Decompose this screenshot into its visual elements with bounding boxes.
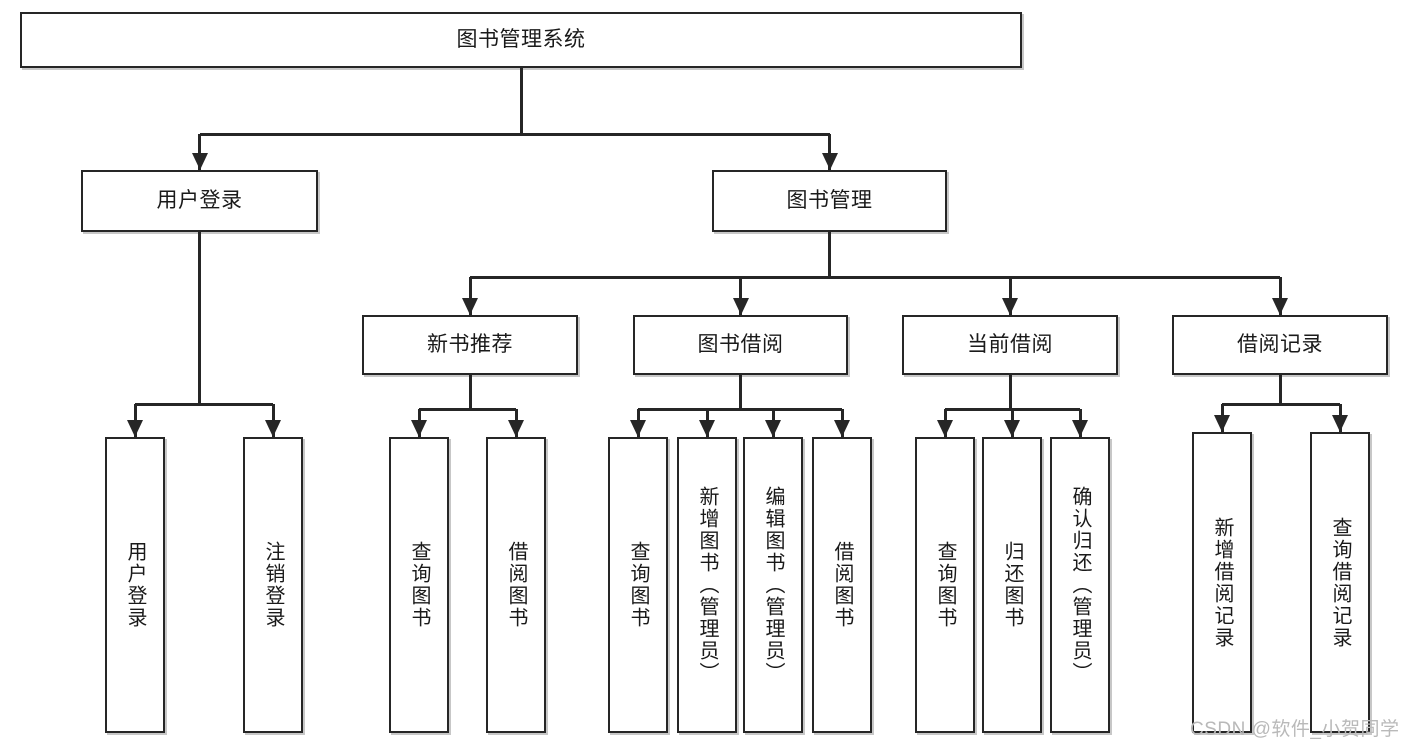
arrow-head-icon [127,420,143,437]
arrow-head-icon [1332,415,1348,432]
node-book-borrow-label: 图书借阅 [697,332,784,356]
leaf-confirm-return-label: 确认归还（管理员） [1069,486,1091,684]
connector-line [739,375,742,409]
connector-line [468,375,472,409]
node-user-login[interactable]: 用户登录 [81,170,318,232]
leaf-query-record[interactable]: 查询借阅记录 [1310,432,1370,733]
node-borrow-record-label: 借阅记录 [1237,332,1323,356]
node-borrow-record[interactable]: 借阅记录 [1172,315,1388,375]
leaf-edit-book-label: 编辑图书（管理员） [762,486,784,684]
connector-line [1008,277,1012,315]
node-root[interactable]: 图书管理系统 [20,12,1022,68]
leaf-borrow-book-rec[interactable]: 借阅图书 [486,437,546,733]
connector-line [1008,375,1012,409]
node-user-login-label: 用户登录 [156,188,243,212]
connector-line [468,277,472,315]
arrow-head-icon [508,420,524,437]
arrow-head-icon [462,298,478,315]
leaf-query-book-borrow[interactable]: 查询图书 [608,437,668,733]
connector-line [638,407,842,411]
leaf-borrow-book-label: 借阅图书 [831,541,853,629]
arrow-head-icon [834,420,850,437]
arrow-head-icon [265,420,281,437]
connector-line [1278,277,1282,315]
connector-line [199,132,830,136]
connector-line [198,134,201,170]
connector-line [1278,375,1282,404]
connector-line [198,232,201,404]
connector-line [470,275,1280,279]
leaf-edit-book[interactable]: 编辑图书（管理员） [743,437,803,733]
arrow-head-icon [411,420,427,437]
leaf-logout[interactable]: 注销登录 [243,437,303,733]
arrow-head-icon [1002,298,1018,315]
node-current-borrow[interactable]: 当前借阅 [902,315,1118,375]
leaf-borrow-book-rec-label: 借阅图书 [505,541,527,629]
watermark: CSDN @软件_小贺同学 [1190,719,1400,740]
leaf-confirm-return[interactable]: 确认归还（管理员） [1050,437,1110,733]
arrow-head-icon [630,420,646,437]
leaf-return-book-label: 归还图书 [1001,541,1023,629]
arrow-head-icon [732,298,749,315]
node-new-book-recommend-label: 新书推荐 [427,332,513,356]
leaf-borrow-book[interactable]: 借阅图书 [812,437,872,733]
arrow-head-icon [1072,420,1088,437]
leaf-add-book[interactable]: 新增图书（管理员） [677,437,737,733]
node-new-book-recommend[interactable]: 新书推荐 [362,315,578,375]
leaf-add-book-label: 新增图书（管理员） [696,486,718,684]
arrow-head-icon [191,153,208,170]
leaf-logout-label: 注销登录 [262,541,284,629]
node-book-borrow[interactable]: 图书借阅 [633,315,848,375]
leaf-user-login[interactable]: 用户登录 [105,437,165,733]
leaf-add-record-label: 新增借阅记录 [1211,516,1233,649]
leaf-user-login-label: 用户登录 [124,541,146,629]
arrow-head-icon [765,420,781,437]
node-root-label: 图书管理系统 [456,27,586,51]
leaf-query-book-rec-label: 查询图书 [408,541,430,629]
leaf-query-book-cur-label: 查询图书 [934,541,956,629]
arrow-head-icon [821,153,838,170]
arrow-head-icon [1004,420,1020,437]
connector-line [1222,402,1340,406]
leaf-add-record[interactable]: 新增借阅记录 [1192,432,1252,733]
connector-line [739,277,742,315]
leaf-query-book-rec[interactable]: 查询图书 [389,437,449,733]
node-book-manage[interactable]: 图书管理 [712,170,947,232]
node-book-manage-label: 图书管理 [786,188,873,212]
connector-line [135,402,273,406]
leaf-return-book[interactable]: 归还图书 [982,437,1042,733]
arrow-head-icon [937,420,953,437]
connector-line [519,68,523,134]
arrow-head-icon [1272,298,1288,315]
leaf-query-record-label: 查询借阅记录 [1329,516,1351,649]
leaf-query-book-cur[interactable]: 查询图书 [915,437,975,733]
leaf-query-book-borrow-label: 查询图书 [627,541,649,629]
arrow-head-icon [1214,415,1230,432]
node-current-borrow-label: 当前借阅 [967,332,1053,356]
arrow-head-icon [699,420,715,437]
connector-line [828,232,831,277]
connector-line [828,134,831,170]
connector-line [419,407,516,411]
